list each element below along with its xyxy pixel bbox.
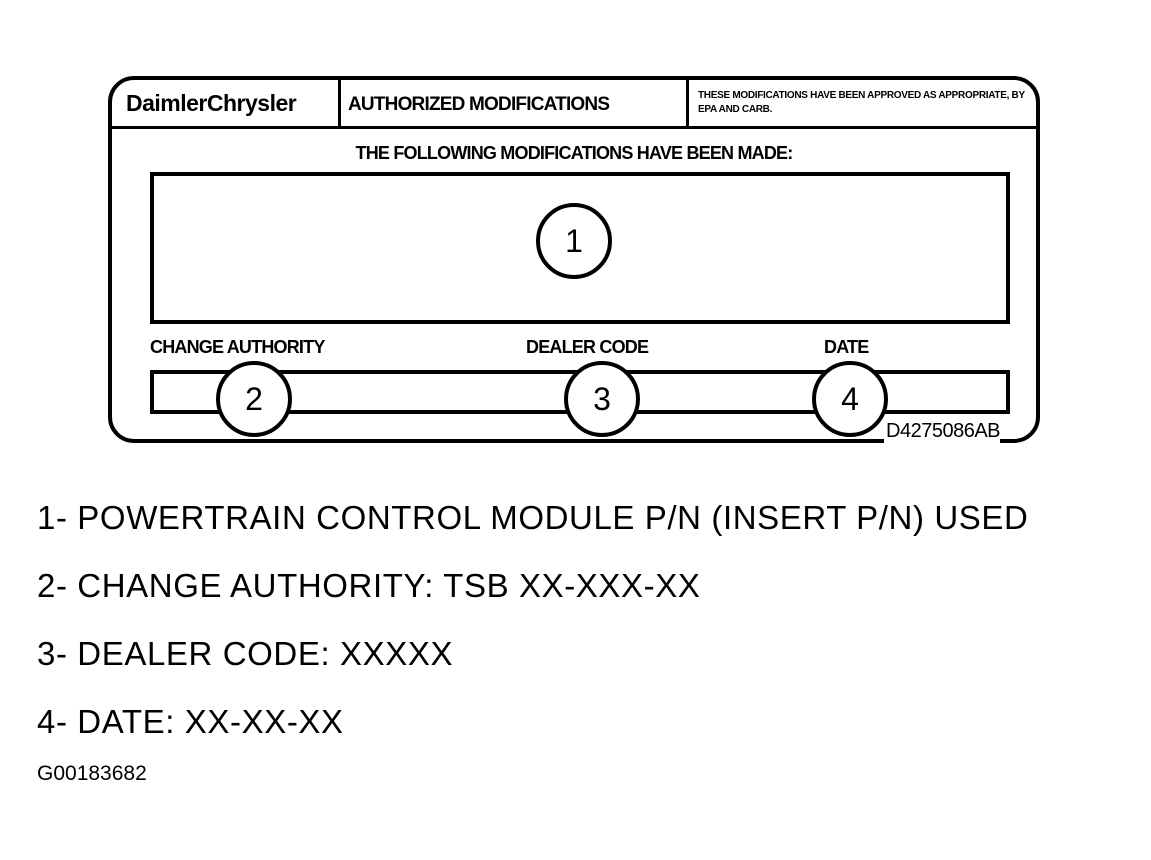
header-divider-left (338, 80, 341, 126)
approval-note: THESE MODIFICATIONS HAVE BEEN APPROVED A… (698, 90, 1025, 115)
figure-code: D4275086AB (884, 420, 1000, 443)
legend-item: 4- DATE: XX-XX-XX (37, 703, 344, 740)
legend-item: 2- CHANGE AUTHORITY: TSB XX-XXX-XX (37, 567, 701, 604)
image-id: G00183682 (37, 762, 147, 785)
callout-2: 2 (216, 361, 292, 437)
callout-1: 1 (536, 203, 612, 279)
dealer-code-label: DEALER CODE (526, 337, 649, 357)
modifications-box (150, 172, 1010, 324)
modification-label: DaimlerChrysler AUTHORIZED MODIFICATIONS… (108, 76, 1040, 443)
legend-item: 3- DEALER CODE: XXXXX (37, 635, 454, 672)
header-divider (112, 126, 1036, 129)
legend-item: 1- POWERTRAIN CONTROL MODULE P/N (INSERT… (37, 499, 1029, 536)
change-authority-label: CHANGE AUTHORITY (150, 337, 325, 357)
header-divider-right (686, 80, 689, 126)
modifications-heading: THE FOLLOWING MODIFICATIONS HAVE BEEN MA… (355, 143, 794, 163)
callout-legend: 1- POWERTRAIN CONTROL MODULE P/N (INSERT… (37, 492, 1028, 764)
date-label: DATE (824, 337, 869, 357)
callout-3: 3 (564, 361, 640, 437)
brand-name: DaimlerChrysler (126, 90, 297, 116)
label-title: AUTHORIZED MODIFICATIONS (348, 94, 610, 115)
callout-4: 4 (812, 361, 888, 437)
